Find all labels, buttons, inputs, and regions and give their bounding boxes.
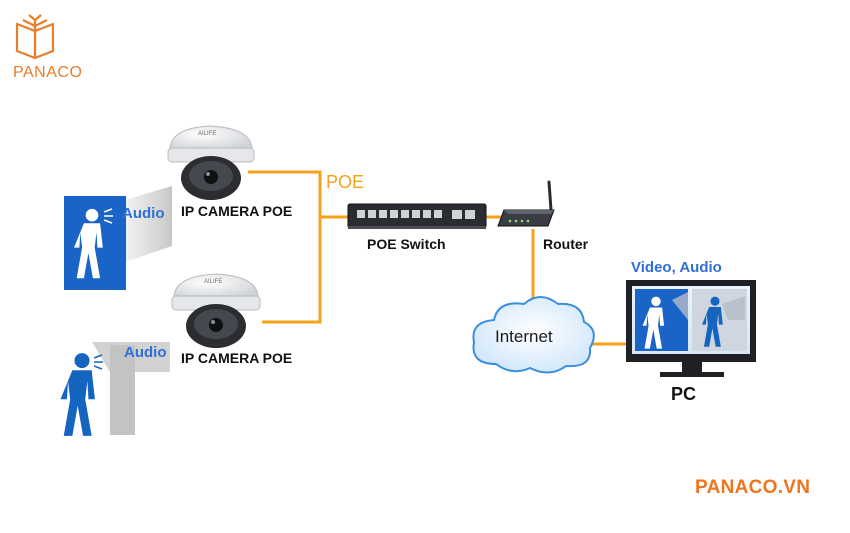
camera-1-brand-mark: AILIFE: [198, 131, 217, 137]
open-book-logo-icon: [15, 14, 55, 60]
camera-1-audio-label: Audio: [122, 205, 165, 222]
camera-2-audio-label: Audio: [124, 344, 167, 361]
camera-1-label: IP CAMERA POE: [181, 203, 293, 219]
website-label: PANACO.VN: [695, 477, 811, 498]
person-walking-scene: [64, 186, 172, 290]
camera-2-label: IP CAMERA POE: [181, 350, 293, 366]
person-standing-scene: [60, 342, 170, 436]
poe-switch-device: [347, 203, 487, 229]
dome-camera-1: [167, 125, 255, 200]
cable-camera-1: [248, 170, 348, 219]
pc-video-audio-label: Video, Audio: [631, 259, 722, 276]
camera-2-brand-mark: AILIFE: [204, 279, 223, 285]
poe-cable-label: POE: [326, 172, 365, 192]
internet-cloud: [472, 296, 595, 374]
internet-label: Internet: [495, 327, 553, 346]
pc-monitor: [626, 280, 756, 377]
brand-name: PANACO: [13, 64, 83, 81]
router-device: [497, 180, 555, 227]
poe-switch-label: POE Switch: [367, 236, 446, 252]
router-label: Router: [543, 236, 589, 252]
dome-camera-2: [171, 273, 261, 348]
cable-camera-2: [262, 217, 322, 324]
pc-label: PC: [671, 384, 697, 404]
